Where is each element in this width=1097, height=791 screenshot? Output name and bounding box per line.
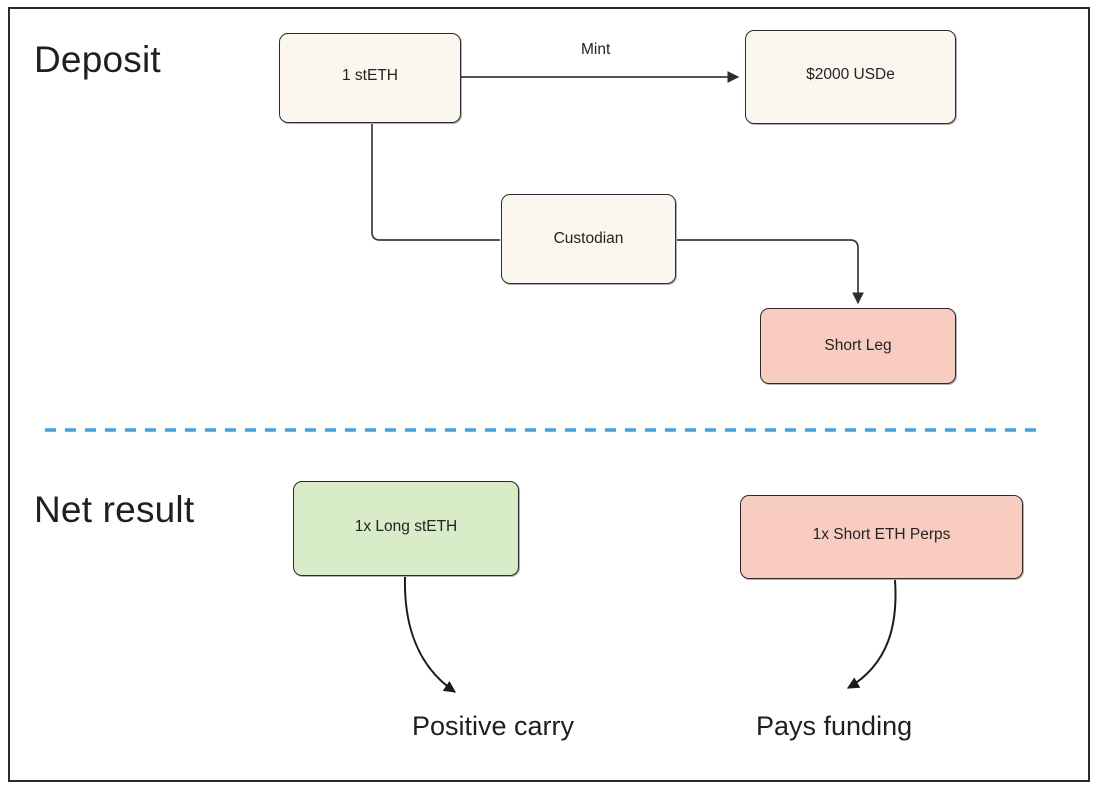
node-usde-label: $2000 USDe [806,66,895,83]
node-short-leg-label: Short Leg [824,337,892,354]
edge-label-mint: Mint [577,42,615,58]
node-short-eth-perps-label: 1x Short ETH Perps [812,526,951,543]
edge-long-to-positive-carry [403,576,456,693]
node-short-eth-perps[interactable]: 1x Short ETH Perps [740,495,1023,579]
outcome-label-positive-carry: Positive carry [412,711,575,741]
edge-short-to-pays-funding [846,579,897,689]
node-custodian-label: Custodian [553,230,624,247]
outcome-label-pays-funding: Pays funding [756,711,913,741]
edge-custodian-to-shortleg [677,239,864,305]
node-usde[interactable]: $2000 USDe [745,30,956,124]
node-short-leg[interactable]: Short Leg [760,308,956,384]
section-title-net-result: Net result [34,489,195,530]
edge-steth-to-custodian [371,124,500,241]
node-long-steth[interactable]: 1x Long stETH [293,481,519,576]
section-title-deposit: Deposit [34,39,161,80]
node-custodian[interactable]: Custodian [501,194,676,284]
node-steth-label: 1 stETH [342,67,398,84]
node-steth[interactable]: 1 stETH [279,33,461,123]
node-long-steth-label: 1x Long stETH [354,517,458,535]
